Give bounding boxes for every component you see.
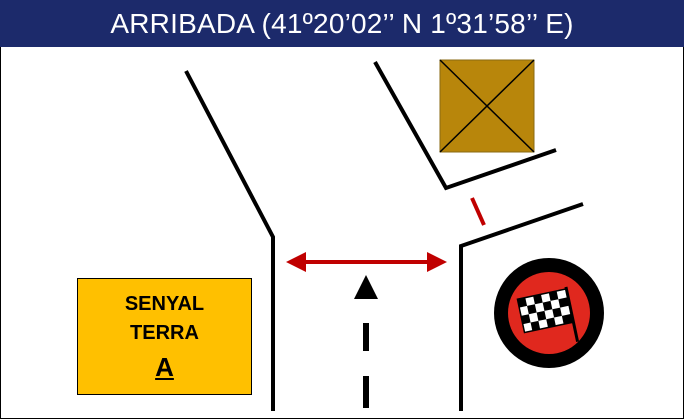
sign-line-1: SENYAL bbox=[124, 292, 205, 315]
road-edge-left bbox=[184, 70, 275, 411]
gap-marker bbox=[470, 197, 486, 226]
title-bar: ARRIBADA (41º20’02’’ N 1º31’58’’ E) bbox=[0, 0, 684, 47]
road-edge-right-upper bbox=[373, 61, 557, 191]
land-signal-box: SENYAL TERRA A bbox=[77, 278, 252, 395]
checkered-flag-icon bbox=[494, 258, 604, 368]
sign-line-2: TERRA bbox=[130, 321, 199, 344]
width-arrow bbox=[286, 252, 447, 272]
sign-letter: A bbox=[155, 351, 174, 382]
page-title: ARRIBADA (41º20’02’’ N 1º31’58’’ E) bbox=[110, 7, 574, 39]
crossed-box-icon bbox=[439, 59, 535, 153]
up-arrow-icon bbox=[354, 275, 378, 299]
road-edge-right-lower bbox=[459, 202, 584, 411]
